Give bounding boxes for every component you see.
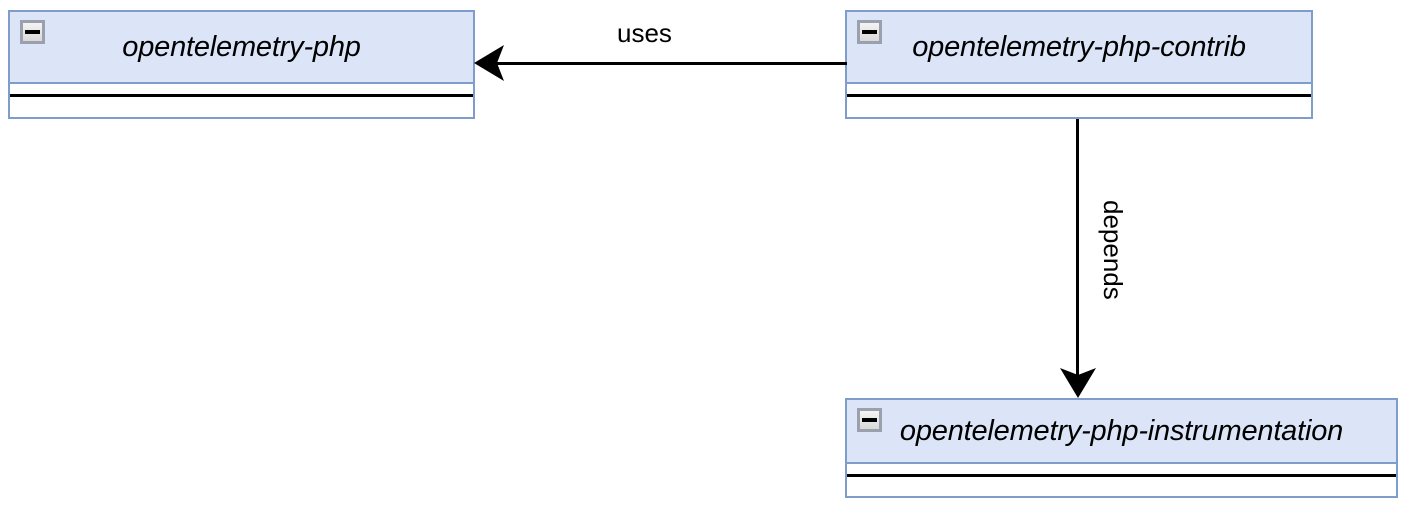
uml-title-compartment: opentelemetry-php-contrib <box>847 12 1311 84</box>
uses-edge-label: uses <box>617 18 672 48</box>
uml-operations-compartment <box>847 94 1311 107</box>
uml-package-opentelemetry-php-contrib[interactable]: opentelemetry-php-contrib <box>845 10 1313 119</box>
depends-edge-line <box>1076 119 1079 377</box>
collapse-minus-icon[interactable] <box>857 408 882 432</box>
uml-package-opentelemetry-php[interactable]: opentelemetry-php <box>8 10 475 119</box>
uml-attributes-compartment <box>10 84 473 94</box>
uml-package-opentelemetry-php-instrumentation[interactable]: opentelemetry-php-instrumentation <box>845 398 1398 498</box>
uml-title-compartment: opentelemetry-php <box>10 12 473 84</box>
uml-title-compartment: opentelemetry-php-instrumentation <box>847 400 1396 464</box>
collapse-minus-icon[interactable] <box>857 20 882 44</box>
uml-package-label: opentelemetry-php <box>122 30 361 63</box>
depends-edge-label: depends <box>1098 200 1128 300</box>
uml-package-label: opentelemetry-php-contrib <box>912 30 1246 63</box>
uses-edge-line <box>495 62 847 65</box>
collapse-minus-icon[interactable] <box>20 20 45 44</box>
uml-operations-compartment <box>10 94 473 107</box>
uml-package-label: opentelemetry-php-instrumentation <box>899 414 1344 447</box>
uml-attributes-compartment <box>847 464 1396 474</box>
uml-attributes-compartment <box>847 84 1311 94</box>
uml-operations-compartment <box>847 474 1396 487</box>
